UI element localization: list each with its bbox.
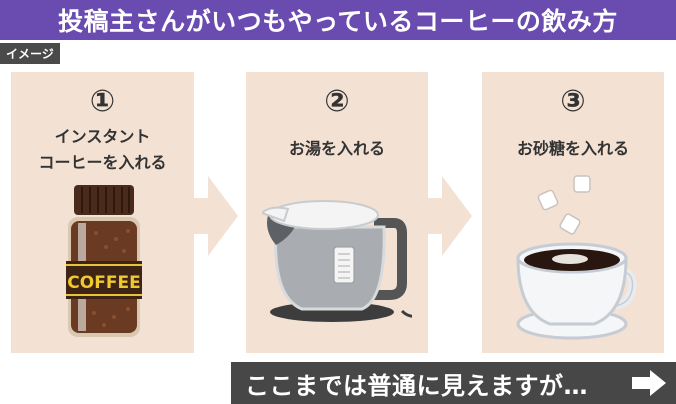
step-label-line: コーヒーを入れる: [38, 153, 167, 172]
step-card-2: ② お湯を入れる: [246, 72, 428, 353]
right-arrow-icon: [194, 176, 238, 256]
image-tag-badge: イメージ: [0, 43, 60, 64]
step-label: お湯を入れる: [288, 139, 385, 158]
step-number: ③: [560, 84, 586, 119]
page-title: 投稿主さんがいつもやっているコーヒーの飲み方: [58, 7, 618, 36]
step-card-3: ③ お砂糖を入れる: [482, 72, 664, 353]
bottom-caption-banner: ここまでは普通に見えますが…: [231, 362, 676, 404]
electric-kettle-icon: [262, 200, 412, 322]
step-number: ①: [89, 84, 116, 119]
step-label: お砂糖を入れる: [516, 139, 629, 158]
step-label-line: インスタント: [54, 127, 151, 146]
coffee-cup-icon: [516, 175, 637, 340]
step-card-1: ① インスタント コーヒーを入れる COFFEE: [11, 72, 194, 353]
step-number: ②: [324, 84, 350, 119]
right-arrow-icon: [428, 176, 472, 256]
bottom-caption-text: ここまでは普通に見えますが…: [245, 371, 588, 400]
step-label: インスタント コーヒーを入れる: [11, 124, 194, 176]
right-arrow-icon: [632, 370, 666, 396]
coffee-jar-icon: COFFEE: [66, 185, 142, 337]
title-bar: 投稿主さんがいつもやっているコーヒーの飲み方: [0, 0, 676, 40]
svg-text:COFFEE: COFFEE: [67, 273, 140, 293]
